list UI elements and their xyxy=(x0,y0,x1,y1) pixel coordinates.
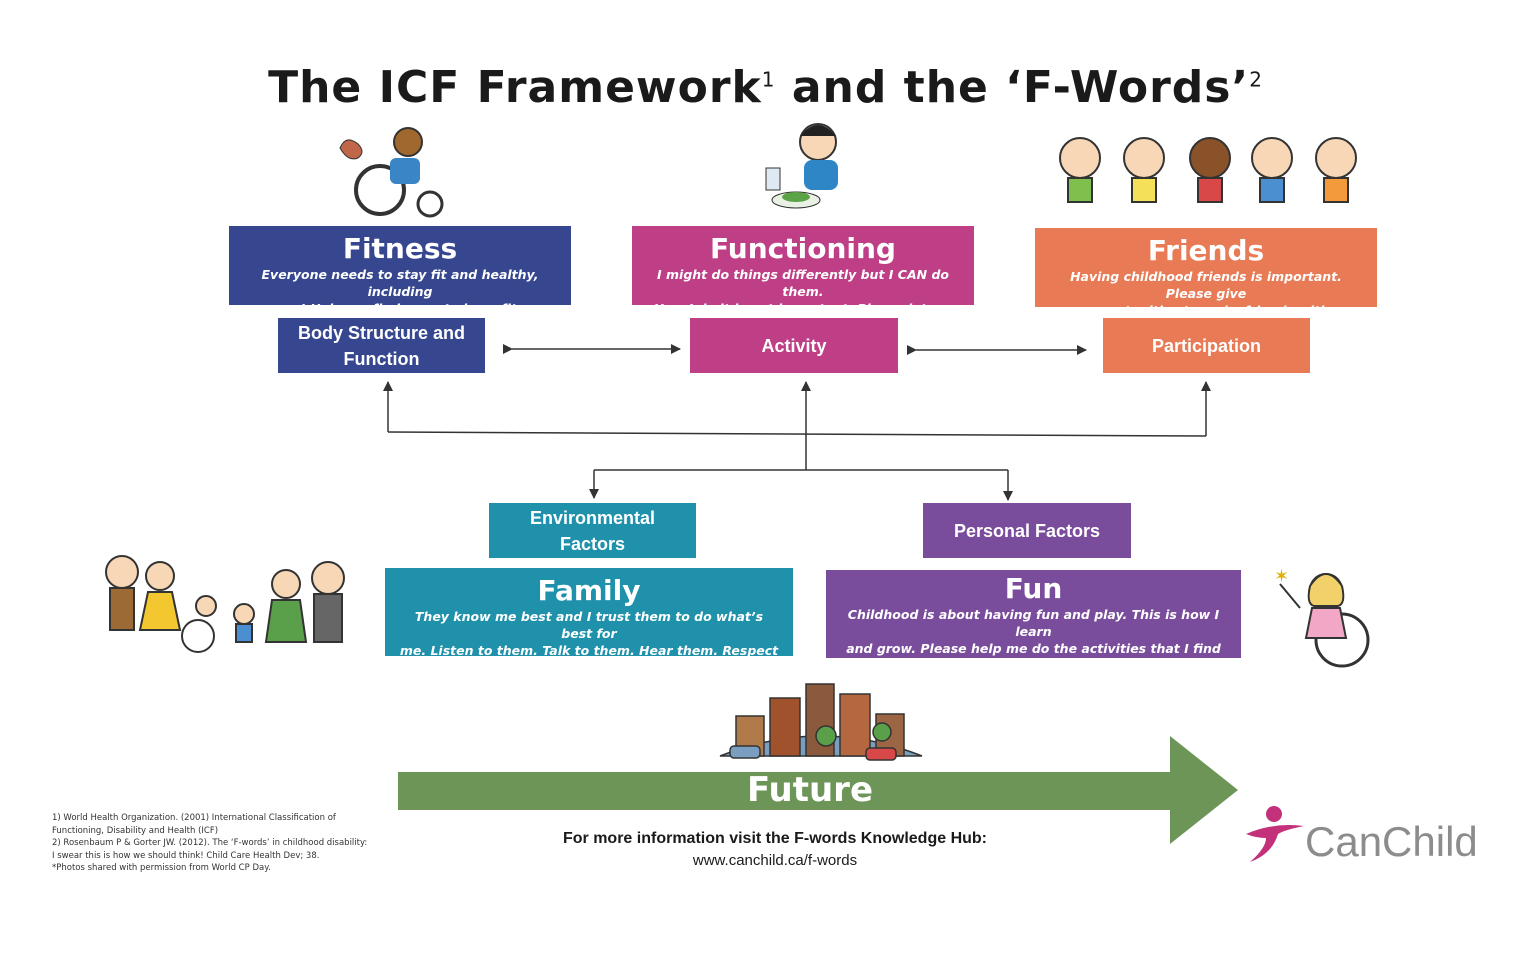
references: 1) World Health Organization. (2001) Int… xyxy=(52,812,392,875)
participation-box: Participation xyxy=(1103,318,1310,373)
friends-box: Friends Having childhood friends is impo… xyxy=(1035,228,1377,335)
city-illustration xyxy=(719,683,923,761)
family-desc-line2: me. Listen to them. Talk to them. Hear t… xyxy=(399,643,779,675)
reference-line: 1) World Health Organization. (2001) Int… xyxy=(52,813,336,823)
personal-factors-label: Personal Factors xyxy=(953,520,1101,541)
title-sup-2: 2 xyxy=(1249,67,1263,92)
page-title: The ICF Framework1 and the ‘F-Words’2 xyxy=(0,62,1531,113)
title-main: The ICF Framework xyxy=(268,62,762,113)
activity-box: Activity xyxy=(690,318,898,373)
reference-line: 2) Rosenbaum P & Gorter JW. (2012). The … xyxy=(52,838,368,848)
environmental-line2: Factors xyxy=(559,533,626,554)
functioning-heading: Functioning xyxy=(710,232,896,265)
more-info: For more information visit the F-words K… xyxy=(540,830,1010,869)
fun-heading: Fun xyxy=(1004,572,1063,605)
friends-heading: Friends xyxy=(1147,234,1265,267)
child-eating-illustration xyxy=(765,123,838,209)
reference-line: I swear this is how we should think! Chi… xyxy=(52,850,320,861)
friends-group-illustration xyxy=(1059,137,1357,203)
friends-desc-line1: Having childhood friends is important. P… xyxy=(1070,269,1342,301)
body-structure-line2: Function xyxy=(343,348,420,369)
fitness-desc-line2: me! Help me find ways to keep fit. xyxy=(278,301,522,316)
child-wheelchair-illustration xyxy=(339,127,444,218)
personal-factors-box: Personal Factors xyxy=(923,503,1131,558)
future-label: Future xyxy=(746,770,874,810)
activity-label: Activity xyxy=(761,335,827,356)
canchild-url-link[interactable]: www.canchild.ca/f-words xyxy=(692,852,858,869)
fun-desc-line2: and grow. Please help me do the activiti… xyxy=(846,641,1221,673)
svg-text:✶: ✶ xyxy=(1274,566,1289,587)
fitness-heading: Fitness xyxy=(342,232,458,265)
environmental-line1: Environmental xyxy=(529,507,656,528)
title-middle: and the ‘F-Words’ xyxy=(775,62,1250,113)
canchild-logo-text: CanChild xyxy=(1305,818,1478,865)
more-info-text: For more information visit the F-words K… xyxy=(562,830,987,847)
title-sup-1: 1 xyxy=(761,67,776,92)
functioning-box: Functioning I might do things differentl… xyxy=(632,226,974,333)
connector-bar xyxy=(387,431,1207,437)
participation-label: Participation xyxy=(1151,335,1262,356)
future-arrow xyxy=(398,736,1238,844)
fun-box: Fun Childhood is about having fun and pl… xyxy=(826,570,1241,690)
fitness-box: Fitness Everyone needs to stay fit and h… xyxy=(229,226,571,316)
environmental-factors-box: Environmental Factors xyxy=(489,503,696,558)
canchild-logo-icon xyxy=(1246,806,1304,862)
functioning-desc-line1: I might do things differently but I CAN … xyxy=(657,267,949,299)
family-group-illustration xyxy=(105,555,345,653)
fitness-desc-line1: Everyone needs to stay fit and healthy, … xyxy=(261,267,539,299)
child-fun-wheelchair-illustration: ✶ xyxy=(1274,566,1370,668)
fun-desc-line3: most fun. xyxy=(999,675,1068,690)
family-heading: Family xyxy=(537,574,641,607)
fun-desc-line1: Childhood is about having fun and play. … xyxy=(847,607,1220,639)
family-box: Family They know me best and I trust the… xyxy=(385,568,793,675)
reference-line: Functioning, Disability and Health (ICF) xyxy=(52,825,219,836)
body-structure-line1: Body Structure and xyxy=(297,322,466,343)
reference-line: *Photos shared with permission from Worl… xyxy=(52,863,271,873)
family-desc-line1: They know me best and I trust them to do… xyxy=(414,609,764,641)
body-structure-box: Body Structure and Function xyxy=(278,318,485,373)
